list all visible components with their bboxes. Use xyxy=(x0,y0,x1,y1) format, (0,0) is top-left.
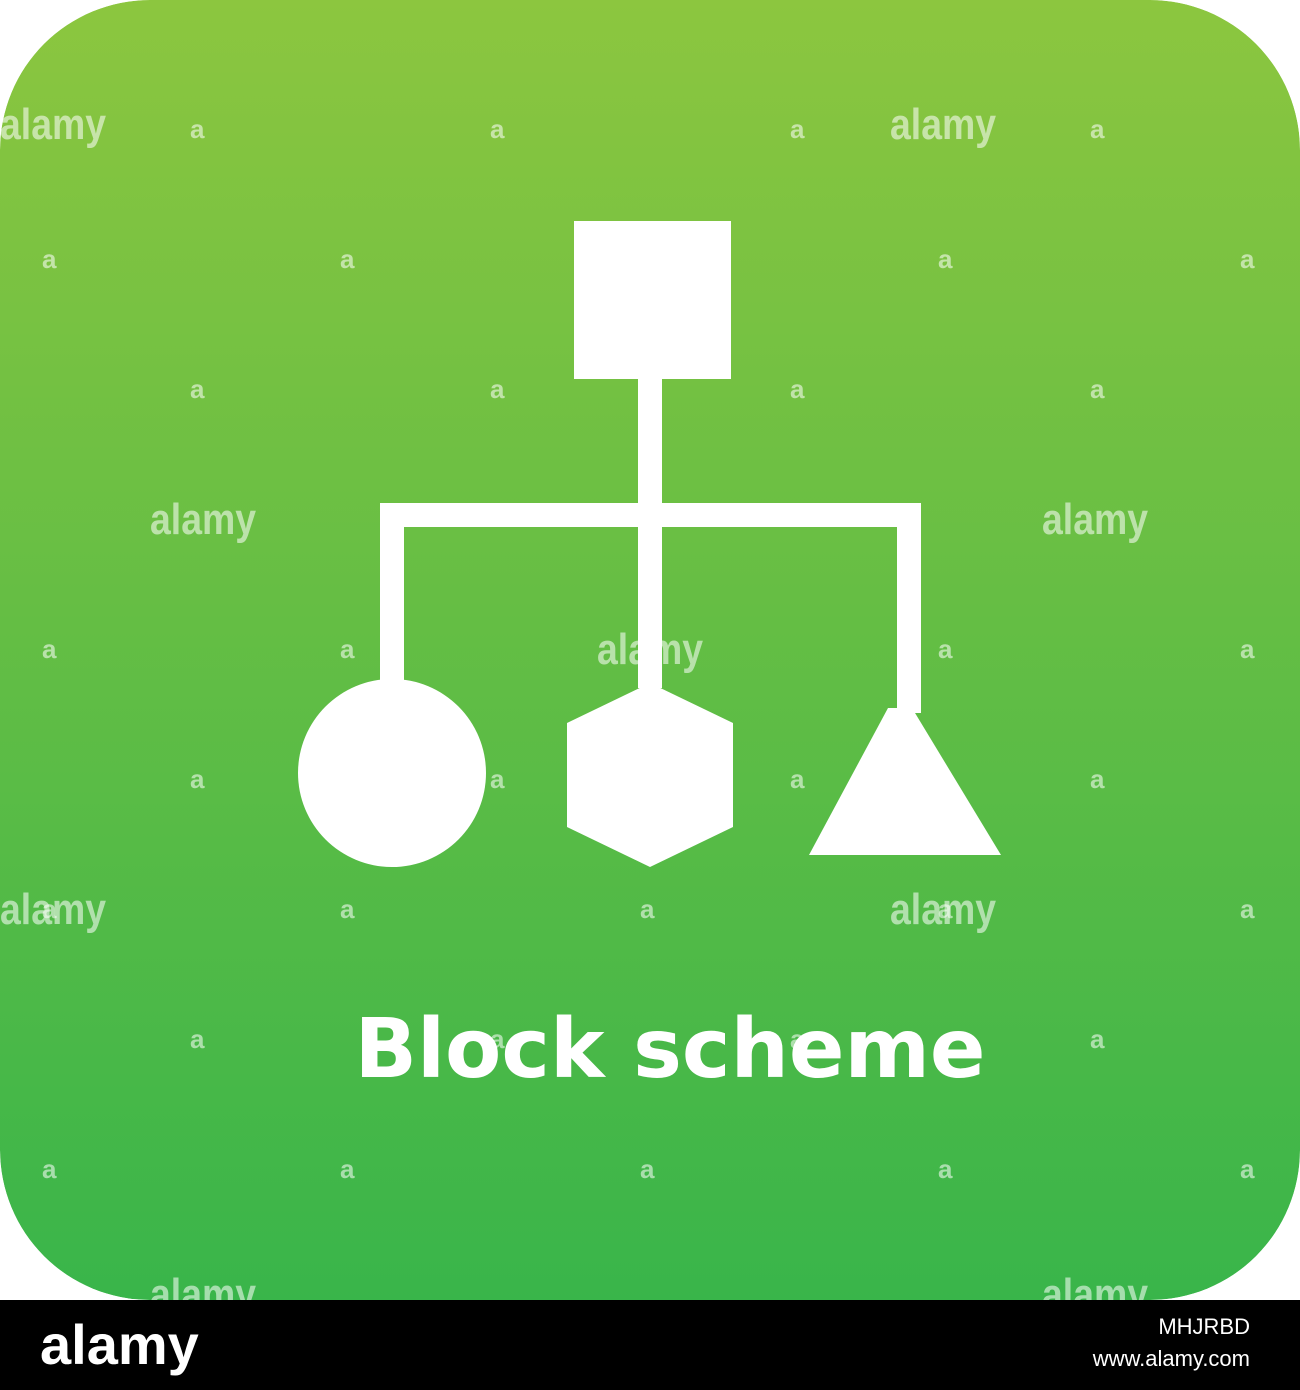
connector-vertical-main xyxy=(638,378,662,688)
image-id: MHJRBD xyxy=(1158,1314,1250,1339)
hexagon-block xyxy=(567,683,733,867)
top-square-block xyxy=(574,221,731,379)
icon-caption: Block scheme xyxy=(354,1002,986,1097)
connector-horizontal xyxy=(380,503,921,527)
circle-block xyxy=(298,679,486,867)
connector-left-drop xyxy=(380,503,404,693)
footer-url: www.alamy.com xyxy=(1092,1346,1250,1371)
block-scheme-icon xyxy=(0,0,1300,1300)
footer-logo: alamy xyxy=(40,1313,199,1376)
connector-right-drop xyxy=(897,503,921,713)
footer-bar: alamy MHJRBD www.alamy.com xyxy=(0,1300,1300,1390)
triangle-block xyxy=(809,708,1001,855)
